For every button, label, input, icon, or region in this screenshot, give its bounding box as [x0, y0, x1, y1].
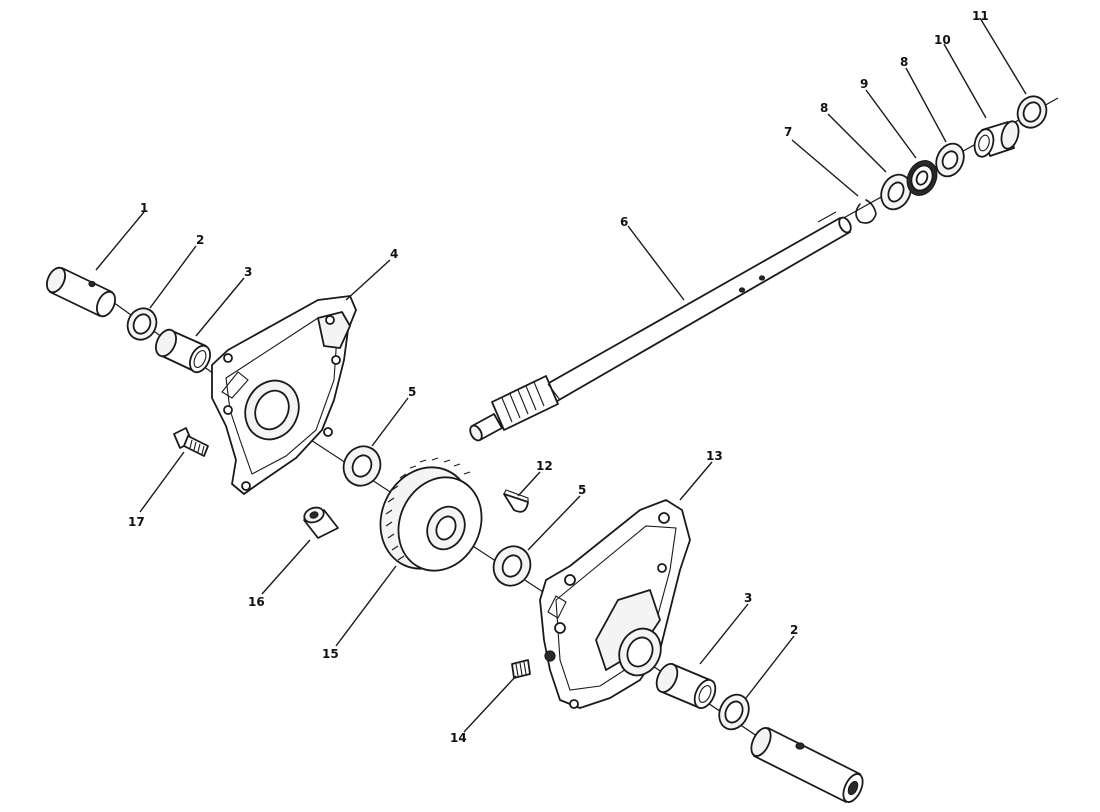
part-7-snap-ring — [855, 199, 877, 224]
callout-7: 7 — [784, 125, 792, 139]
part-3-bushing-upper — [155, 328, 211, 374]
part-17-bolt — [173, 427, 209, 457]
part-1-tube-upper — [46, 266, 116, 318]
part-6-shaft — [469, 211, 852, 442]
part-8-washer-b — [935, 142, 965, 178]
callout-4: 4 — [390, 247, 398, 261]
callout-1: 1 — [140, 201, 148, 215]
part-1-tube-lower — [750, 727, 864, 803]
callout-3-lower: 3 — [744, 591, 752, 605]
leader-lines — [95, 17, 1027, 733]
callout-9: 9 — [860, 77, 868, 91]
part-8-washer-a — [880, 173, 912, 211]
callout-8-first: 8 — [820, 101, 828, 115]
callout-6: 6 — [620, 215, 628, 229]
callout-8-second: 8 — [900, 55, 908, 69]
part-2-washer-upper — [126, 307, 158, 341]
part-9-thrust-bearing — [906, 160, 938, 196]
part-3-bushing-lower — [655, 662, 717, 710]
callout-14: 14 — [450, 731, 467, 745]
callout-10: 10 — [934, 33, 951, 47]
callout-13: 13 — [706, 449, 723, 463]
part-14-set-screw — [511, 659, 531, 679]
part-11-washer-end — [1016, 95, 1048, 129]
part-13-housing-lower — [539, 499, 691, 709]
callout-labels: 1 2 3 4 5 6 7 8 9 8 10 11 12 13 5 3 2 14… — [128, 9, 989, 745]
callout-12: 12 — [536, 459, 553, 473]
callout-15: 15 — [322, 647, 339, 661]
callout-5-lower: 5 — [578, 483, 586, 497]
part-10-bushing — [973, 120, 1020, 158]
callout-17: 17 — [128, 515, 145, 529]
callout-2-lower: 2 — [790, 623, 798, 637]
part-2-washer-lower — [718, 693, 750, 731]
callout-5-upper: 5 — [408, 385, 416, 399]
callout-3-upper: 3 — [244, 265, 252, 279]
callout-11: 11 — [972, 9, 989, 23]
part-12-key — [503, 489, 529, 513]
part-5-washer-lower — [492, 545, 532, 587]
callout-16: 16 — [248, 595, 265, 609]
part-16-nut — [303, 506, 339, 539]
callout-2-upper: 2 — [196, 233, 204, 247]
part-4-housing-upper — [211, 295, 357, 495]
part-5-washer-upper — [342, 445, 382, 487]
part-15-helical-gear — [379, 457, 483, 572]
